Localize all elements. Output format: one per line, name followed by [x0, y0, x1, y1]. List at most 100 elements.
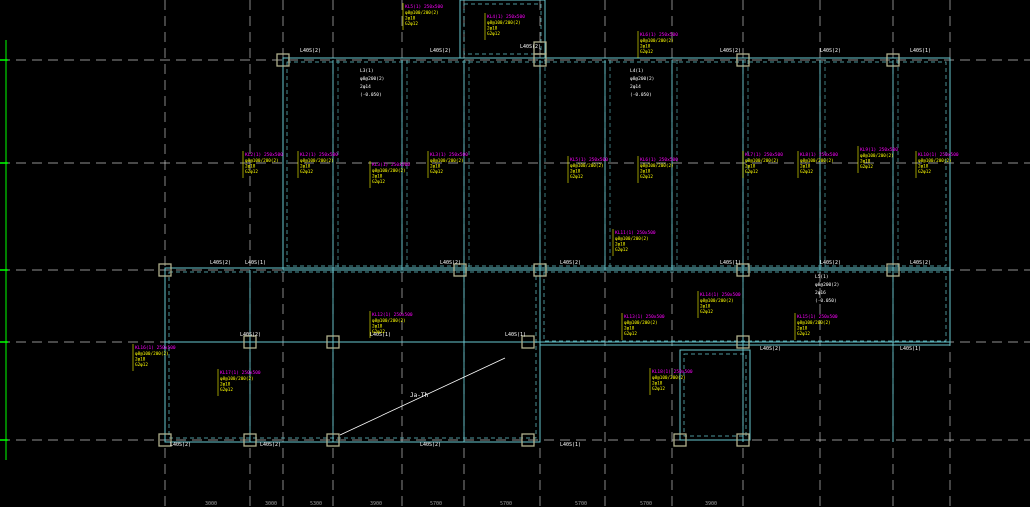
callout-line: 2φ18 [220, 382, 231, 388]
callout-line: G2φ12 [300, 169, 313, 175]
beam-label: L40S(1) [720, 260, 741, 266]
beam-label: L40S(2) [910, 260, 931, 266]
beam-label: L40S(2) [560, 260, 581, 266]
beam-frame-lower-right-inner [543, 271, 947, 342]
callout-line: G2φ12 [487, 31, 500, 37]
callout-line: G2φ12 [615, 247, 628, 253]
beam-label: L40S(1) [245, 260, 266, 266]
beam-frame-stair-inner [683, 353, 747, 437]
callout-line: G2φ12 [640, 49, 653, 55]
beam-callouts: KL2(1) 250x500φ8@100/200(2)2φ18G2φ12KL2(… [132, 3, 959, 396]
beam-label: L40S(1) [910, 48, 931, 54]
callout-line: φ8@100/200(2) [300, 158, 334, 164]
callout-line: φ8@100/200(2) [487, 20, 521, 26]
callout-beam: KL12(1) 250x500 [372, 312, 413, 318]
small-note: (-0.050) [360, 92, 382, 98]
small-note: φ8@200(2) [630, 76, 654, 82]
diagonal-stair [339, 357, 506, 436]
beam-label: L40S(2) [820, 260, 841, 266]
column-6 [736, 263, 750, 277]
callout-line: 2φ18 [372, 174, 383, 180]
callout-line: 2φ18 [918, 164, 929, 170]
callout-line: G2φ12 [570, 174, 583, 180]
callout-line: φ8@100/200(2) [700, 298, 734, 304]
beam-label: L40S(2) [300, 48, 321, 54]
callout-line: 2φ18 [860, 159, 871, 165]
callout-line: φ8@100/200(2) [800, 158, 834, 164]
callout-line: 2φ18 [245, 164, 256, 170]
axis-dimension-label: 5300 [310, 501, 322, 507]
beam-label: L40S(2) [210, 260, 231, 266]
callout-line: φ8@100/200(2) [860, 153, 894, 159]
callout-beam: KL5(1) 250x500 [570, 157, 608, 163]
callout-beam: KL2(1) 250x500 [245, 152, 283, 158]
beam-frame-top-core [459, 0, 546, 59]
callout-beam: KL9(1) 250x500 [860, 147, 898, 153]
callout-line: G2φ12 [797, 331, 810, 337]
callout-beam: KL6(1) 250x500 [640, 157, 678, 163]
callout-beam: KL17(1) 250x500 [220, 370, 261, 376]
callout-line: G2φ12 [405, 21, 418, 27]
callout-line: G2φ12 [652, 386, 665, 392]
callout-beam: KL6(1) 250x500 [640, 32, 678, 38]
callout-line: G2φ12 [220, 387, 233, 393]
small-note: φ8@200(2) [815, 282, 839, 288]
callout-line: φ8@100/200(2) [570, 163, 604, 169]
small-notes: L3(1)φ8@200(2)2φ14(-0.050)L4(1)φ8@200(2)… [360, 68, 839, 304]
callout-line: φ8@100/200(2) [745, 158, 779, 164]
small-note: 2φ14 [630, 84, 641, 90]
callout-line: G2φ12 [430, 169, 443, 175]
beam-label: L40S(2) [820, 48, 841, 54]
callout-line: φ8@100/200(2) [918, 158, 952, 164]
column-17 [673, 433, 687, 447]
column-13 [158, 433, 172, 447]
room-label: Ja-Th [410, 392, 428, 399]
callout-beam: KL5(1) 250x500 [405, 4, 443, 10]
small-note: (-0.050) [815, 298, 837, 304]
column-12 [736, 335, 750, 349]
callout-beam: KL7(1) 250x500 [745, 152, 783, 158]
small-note: L3(1) [360, 68, 374, 74]
columns [158, 41, 900, 447]
column-9 [243, 335, 257, 349]
callout-line: G2φ12 [640, 174, 653, 180]
axis-dimension-label: 5700 [640, 501, 652, 507]
callout-line: φ8@100/200(2) [652, 375, 686, 381]
beam-frame-lower-left-inner [168, 271, 537, 439]
column-3 [886, 53, 900, 67]
column-5 [533, 263, 547, 277]
callout-beam: KL10(1) 250x500 [918, 152, 959, 158]
callout-line: G2φ12 [700, 309, 713, 315]
callout-line: φ8@100/200(2) [372, 168, 406, 174]
column-0 [276, 53, 290, 67]
small-note: 2φ14 [360, 84, 371, 90]
beam-frame-stair [679, 349, 751, 441]
beam-label: L40S(2) [260, 442, 281, 448]
small-note: L5(1) [815, 274, 829, 280]
column-7 [886, 263, 900, 277]
callout-beam: KL14(1) 250x500 [700, 292, 741, 298]
beam-label: L40S(1) [900, 346, 921, 352]
beam-labels: L40S(2) L40S(2) L40S(2) L40S(2) L40S(2) L40S(… [170, 44, 931, 448]
axis-dimension-label: 5700 [500, 501, 512, 507]
callout-line: 2φ18 [745, 164, 756, 170]
small-note: (-0.050) [630, 92, 652, 98]
callout-line: φ8@100/200(2) [372, 318, 406, 324]
callout-line: φ8@100/200(2) [640, 38, 674, 44]
beam-frame-upper [282, 57, 951, 271]
callout-line: 2φ18 [624, 326, 635, 332]
